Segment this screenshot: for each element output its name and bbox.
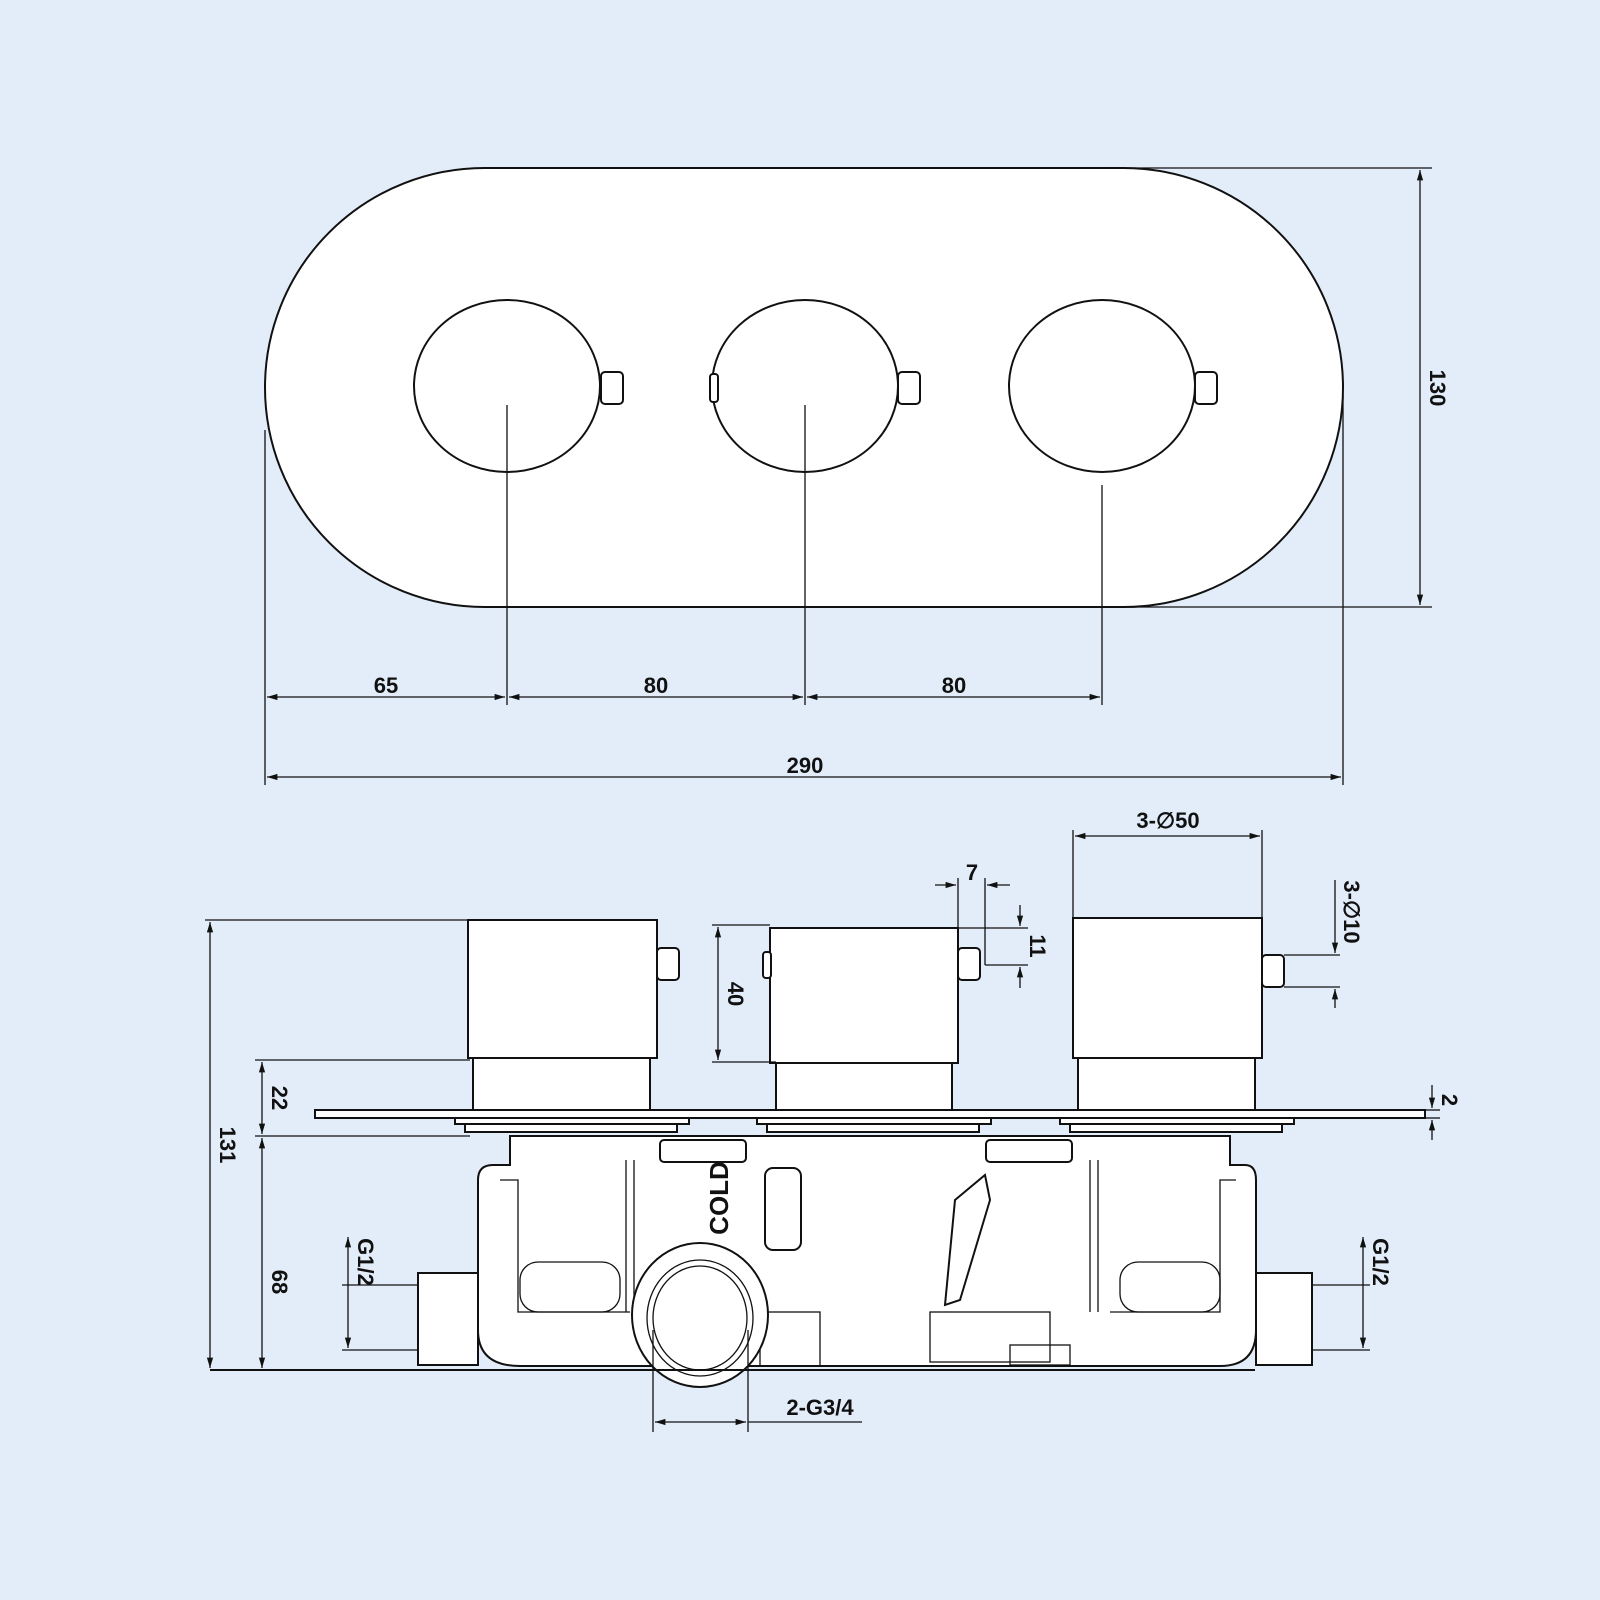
- cold-label: COLD: [704, 1161, 734, 1235]
- dim-290: 290: [787, 753, 824, 778]
- dim-body-depth: 68: [267, 1270, 292, 1294]
- dim-knob-diameter: 3-∅50: [1136, 808, 1199, 833]
- valve-body: COLD: [417, 1135, 1313, 1388]
- dim-80-b: 80: [942, 673, 966, 698]
- dim-outlet: 2-G3/4: [786, 1395, 854, 1420]
- dim-knob-height: 40: [723, 982, 748, 1006]
- side-knob-3: [1072, 917, 1285, 1111]
- dim-plate-thickness: 2: [1437, 1094, 1462, 1106]
- side-faceplate: [314, 1109, 1426, 1119]
- side-knob-2: [762, 927, 981, 1111]
- dim-lever-length: 7: [966, 860, 978, 885]
- knob-3: [1008, 299, 1218, 473]
- outlet-port: [631, 1242, 769, 1388]
- knob-1: [413, 299, 624, 473]
- dim-65: 65: [374, 673, 398, 698]
- side-knob-1: [467, 919, 680, 1111]
- dim-130: 130: [1425, 370, 1450, 407]
- dim-total-depth: 131: [215, 1127, 240, 1164]
- dim-right-inlet: G1/2: [1368, 1238, 1393, 1286]
- dim-80-a: 80: [644, 673, 668, 698]
- front-view: 65 80 80 290 130: [264, 167, 1450, 785]
- side-view: COLD: [205, 808, 1462, 1432]
- knob-2: [709, 299, 921, 473]
- dim-lever-offset: 11: [1025, 934, 1050, 957]
- dim-stem-height: 22: [267, 1086, 292, 1110]
- dim-lever-diameter: 3-∅10: [1339, 880, 1364, 943]
- dim-left-inlet: G1/2: [353, 1238, 378, 1286]
